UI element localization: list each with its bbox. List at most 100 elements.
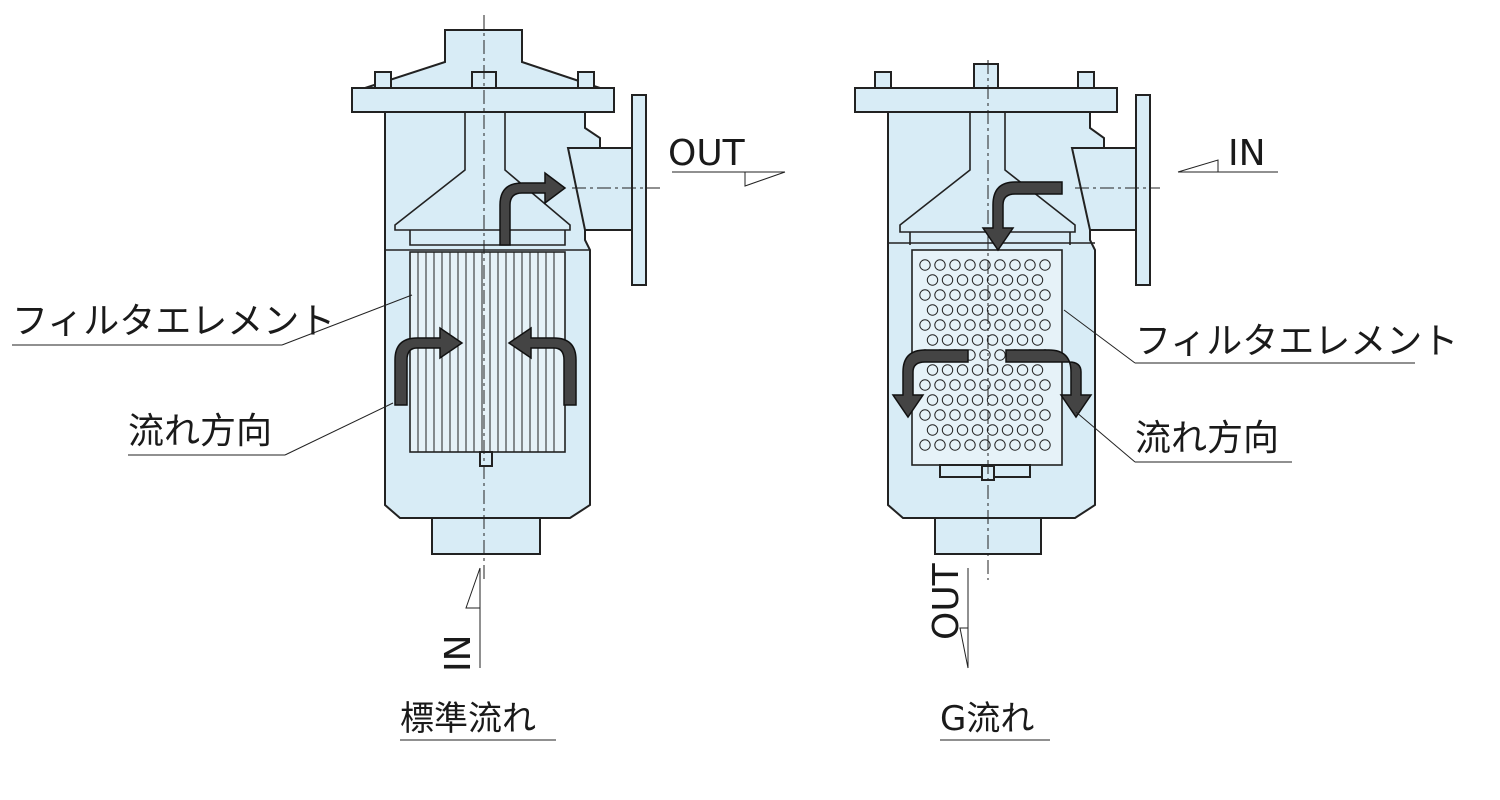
perforation-hole <box>1016 334 1029 346</box>
perforation-hole <box>994 259 1006 271</box>
perforation-hole <box>1024 289 1036 301</box>
perforation-hole <box>926 424 939 436</box>
perforation-hole <box>1039 319 1051 331</box>
perforation-hole <box>1009 439 1021 451</box>
perforation-hole <box>1016 364 1029 376</box>
caption-right: G流れ <box>940 699 1034 739</box>
perforation-hole <box>1009 259 1021 271</box>
perforation-hole <box>1039 259 1051 271</box>
perforation-hole <box>986 424 999 436</box>
strainer-body-left <box>351 15 660 580</box>
perforation-hole <box>926 274 939 286</box>
perforation-hole <box>1039 439 1051 451</box>
perforation-hole <box>1009 409 1021 421</box>
perforation-hole <box>956 424 969 436</box>
perforation-hole <box>941 304 954 316</box>
perforation-hole <box>964 379 976 391</box>
caption-left: 標準流れ <box>400 699 536 739</box>
perforation-hole <box>919 409 931 421</box>
perforation-hole <box>1031 274 1044 286</box>
perforation-hole <box>949 319 961 331</box>
perforation-hole <box>926 334 939 346</box>
perforation-hole <box>956 394 969 406</box>
perforation-hole <box>949 409 961 421</box>
perforation-hole <box>979 319 991 331</box>
perforation-hole <box>1009 289 1021 301</box>
perforation-hole <box>986 304 999 316</box>
perforation-hole <box>956 334 969 346</box>
flow-arrows-left <box>394 171 577 406</box>
perforation-hole <box>1031 304 1044 316</box>
perforation-hole <box>926 394 939 406</box>
perforation-hole <box>971 334 984 346</box>
perforation-hole <box>994 349 1006 361</box>
perforation-hole <box>971 424 984 436</box>
perforation-hole <box>941 274 954 286</box>
perforation-hole <box>979 289 991 301</box>
strainer-body-right <box>854 60 1160 580</box>
perforation-hole <box>1001 274 1014 286</box>
perforation-hole <box>1031 424 1044 436</box>
flow-arrows-right <box>891 181 1093 419</box>
perforation-hole <box>994 439 1006 451</box>
perforation-hole <box>1016 274 1029 286</box>
perforation-hole <box>1009 379 1021 391</box>
perforation-hole <box>964 409 976 421</box>
perforation-hole <box>964 259 976 271</box>
perforation-hole <box>949 259 961 271</box>
perforation-hole <box>986 334 999 346</box>
perforation-hole <box>971 364 984 376</box>
perforation-hole <box>986 364 999 376</box>
perforation-hole <box>1024 259 1036 271</box>
perforation-hole <box>1024 439 1036 451</box>
perforation-hole <box>986 394 999 406</box>
perforation-hole <box>979 259 991 271</box>
inlet-label-right: IN <box>1228 133 1266 174</box>
perforation-hole <box>941 334 954 346</box>
perforation-hole <box>1031 334 1044 346</box>
perforation-hole <box>919 289 931 301</box>
element-label-right: フィルタエレメント <box>1135 321 1458 362</box>
perforation-hole <box>1031 364 1044 376</box>
perforation-hole <box>1016 424 1029 436</box>
perforation-hole <box>964 289 976 301</box>
perforation-hole <box>1016 394 1029 406</box>
perforation-hole <box>1009 319 1021 331</box>
perforation-hole <box>1001 334 1014 346</box>
perforation-hole <box>1001 424 1014 436</box>
g-flow-diagram: IN OUT フィルタエレメント 流れ方向 G流れ <box>854 60 1458 741</box>
perforation-hole <box>1001 394 1014 406</box>
perforation-hole <box>934 439 946 451</box>
perforation-hole <box>926 364 939 376</box>
perforation-hole <box>1039 409 1051 421</box>
perforation-hole <box>934 319 946 331</box>
perforation-hole <box>941 364 954 376</box>
perforation-hole <box>1001 304 1014 316</box>
inlet-label-left: IN <box>438 634 479 672</box>
perforation-hole <box>919 259 931 271</box>
flow-label-left: 流れ方向 <box>128 411 272 452</box>
element-label-left: フィルタエレメント <box>12 301 335 342</box>
perforation-hole <box>964 319 976 331</box>
perforation-hole <box>956 274 969 286</box>
standard-flow-diagram: OUT IN フィルタエレメント 流れ方向 標準流れ <box>12 15 786 741</box>
perforation-hole <box>956 364 969 376</box>
perforation-hole <box>979 409 991 421</box>
outlet-label-left: OUT <box>668 133 746 174</box>
perforation-hole <box>971 304 984 316</box>
perforation-hole <box>949 289 961 301</box>
perforation-hole <box>926 304 939 316</box>
perforation-hole <box>994 289 1006 301</box>
perforation-hole <box>971 394 984 406</box>
perforation-hole <box>1039 289 1051 301</box>
perforation-hole <box>1024 409 1036 421</box>
perforation-hole <box>956 304 969 316</box>
perforation-hole <box>934 379 946 391</box>
perforation-hole <box>979 439 991 451</box>
perforation-hole <box>986 274 999 286</box>
perforation-hole <box>994 409 1006 421</box>
perforation-hole <box>994 319 1006 331</box>
perforation-hole <box>919 439 931 451</box>
perforation-hole <box>964 439 976 451</box>
perforation-hole <box>941 424 954 436</box>
